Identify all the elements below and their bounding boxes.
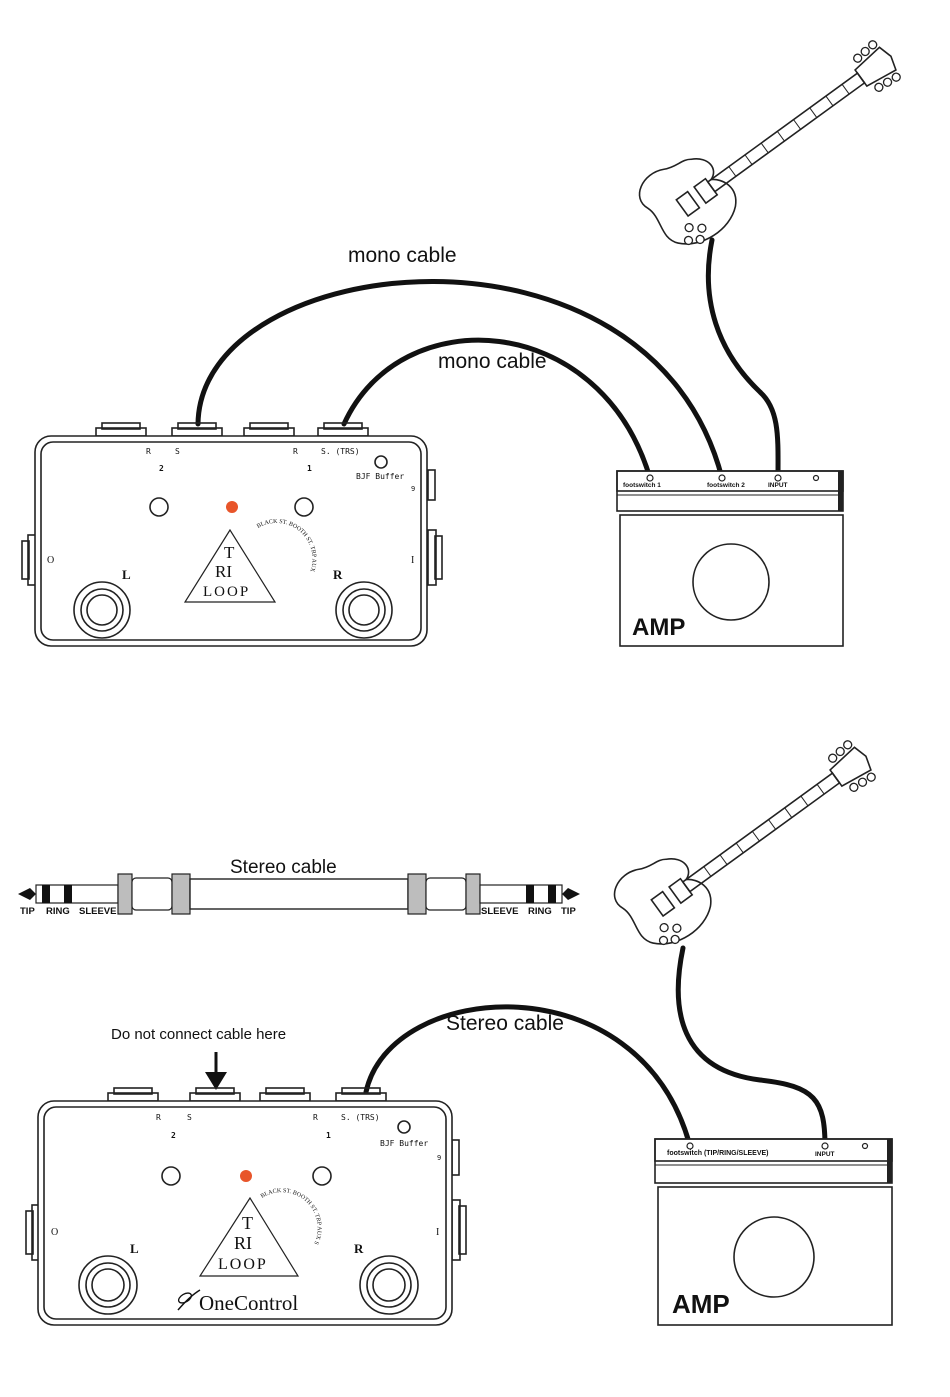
jack-s-trs-loop1: S. (TRS): [321, 447, 360, 456]
switch-r-label: R: [333, 567, 343, 582]
output-side-label: O: [51, 1227, 58, 1238]
amp-input-label: INPUT: [768, 482, 788, 489]
stereo-cable-send: [363, 1004, 693, 1149]
logo-t: T: [242, 1213, 253, 1233]
plug-left-sleeve: SLEEVE: [79, 906, 117, 917]
jack-s-loop2: S: [175, 447, 180, 456]
stereo-cable-body: [189, 878, 409, 910]
stereo-cable-title: Stereo cable: [230, 857, 337, 878]
output-side-label: O: [47, 555, 54, 566]
amplifier: footswitch (TIP/RING/SLEEVE) INPUT AMP: [654, 1138, 893, 1326]
cable-guitar-to-amp-input: [705, 237, 781, 481]
bjf-buffer-label: BJF Buffer: [380, 1139, 428, 1148]
plug-left-ring: RING: [46, 906, 70, 917]
loop-2-indicator: [149, 497, 169, 517]
amp-speaker: [733, 1216, 815, 1298]
footswitch-2-jack-label: footswitch 2: [707, 482, 745, 489]
pin-9-label: 9: [411, 485, 415, 493]
buffer-switch[interactable]: [374, 455, 388, 469]
cable-guitar-to-amp-input: [675, 945, 828, 1149]
plug-right-sleeve: SLEEVE: [481, 906, 519, 917]
triloop-pedal: R S R S. (TRS) 2 1 BJF Buffer 9 O I T RI…: [0, 0, 467, 1326]
loop-1-label: 1: [326, 1131, 331, 1140]
bjf-buffer-label: BJF Buffer: [356, 472, 404, 481]
logo-loop: LOOP: [203, 584, 250, 600]
footswitch-left[interactable]: [78, 1255, 138, 1315]
trs-plug-right: SLEEVE RING TIP: [407, 873, 580, 917]
switch-l-label: L: [122, 567, 131, 582]
triloop-logo: [198, 1196, 300, 1277]
footswitch-left[interactable]: [73, 581, 131, 639]
amp-label: AMP: [672, 1289, 730, 1319]
loop-2-label: 2: [159, 464, 164, 473]
footswitch-right[interactable]: [359, 1255, 419, 1315]
guitar-icon: [613, 740, 876, 946]
jack-r-loop2: R: [146, 447, 151, 456]
amp-input-label: INPUT: [815, 1151, 835, 1158]
plug-right-tip: TIP: [561, 906, 576, 917]
brand-label: OneControl: [199, 1291, 298, 1315]
logo-ri: RI: [234, 1233, 252, 1253]
stereo-cable-diagram: Stereo cable TIP RING SLEEVE: [18, 857, 580, 917]
footswitch-right[interactable]: [335, 581, 393, 639]
warning-label: Do not connect cable here: [111, 1026, 286, 1043]
switch-r-label: R: [354, 1241, 364, 1256]
amp-label: AMP: [632, 614, 685, 641]
onecontrol-logo-icon: [177, 1289, 201, 1311]
logo-ri: RI: [215, 562, 232, 581]
triloop-logo: [183, 528, 277, 603]
mono-cable-label-1: mono cable: [348, 244, 457, 267]
top-setup: mono cable mono cable R S R S. (TRS) 2 1…: [0, 0, 901, 647]
plug-right-ring: RING: [528, 906, 552, 917]
mono-cable-label-2: mono cable: [438, 350, 547, 373]
triloop-pedal: R S R S. (TRS) 2 1 BJF Buffer 9 O I T RI…: [0, 0, 443, 647]
arrow-down-icon: [205, 1052, 227, 1090]
status-led: [226, 501, 238, 513]
jack-r-loop2: R: [156, 1113, 161, 1122]
input-side-label: I: [436, 1227, 439, 1238]
stereo-cable-label: Stereo cable: [446, 1012, 564, 1035]
loop-1-indicator: [312, 1166, 332, 1186]
loop-2-indicator: [161, 1166, 181, 1186]
input-side-label: I: [411, 555, 414, 566]
plug-left-tip: TIP: [20, 906, 35, 917]
jack-s-trs-loop1: S. (TRS): [341, 1113, 380, 1122]
switch-l-label: L: [130, 1241, 139, 1256]
status-led: [240, 1170, 252, 1182]
loop-2-label: 2: [171, 1131, 176, 1140]
loop-1-label: 1: [307, 464, 312, 473]
bottom-setup: Stereo cable TIP RING SLEEVE: [0, 0, 893, 1326]
pin-9-label: 9: [437, 1154, 441, 1162]
jack-s-loop2-do-not-connect: S: [187, 1113, 192, 1122]
amp-speaker: [692, 543, 770, 621]
mono-cable-send-1: [341, 337, 653, 481]
amplifier: footswitch 1 footswitch 2 INPUT AMP: [616, 470, 844, 647]
footswitch-trs-jack-label: footswitch (TIP/RING/SLEEVE): [667, 1150, 769, 1157]
mono-cable-send-2: [195, 279, 725, 481]
loop-1-indicator: [294, 497, 314, 517]
buffer-switch[interactable]: [397, 1120, 411, 1134]
footswitch-1-jack-label: footswitch 1: [623, 482, 661, 489]
jack-r-loop1: R: [293, 447, 298, 456]
guitar-icon: [638, 40, 901, 246]
trs-plug-left: TIP RING SLEEVE: [18, 873, 191, 917]
jack-r-loop1: R: [313, 1113, 318, 1122]
logo-loop: LOOP: [218, 1256, 268, 1273]
logo-t: T: [224, 543, 235, 562]
